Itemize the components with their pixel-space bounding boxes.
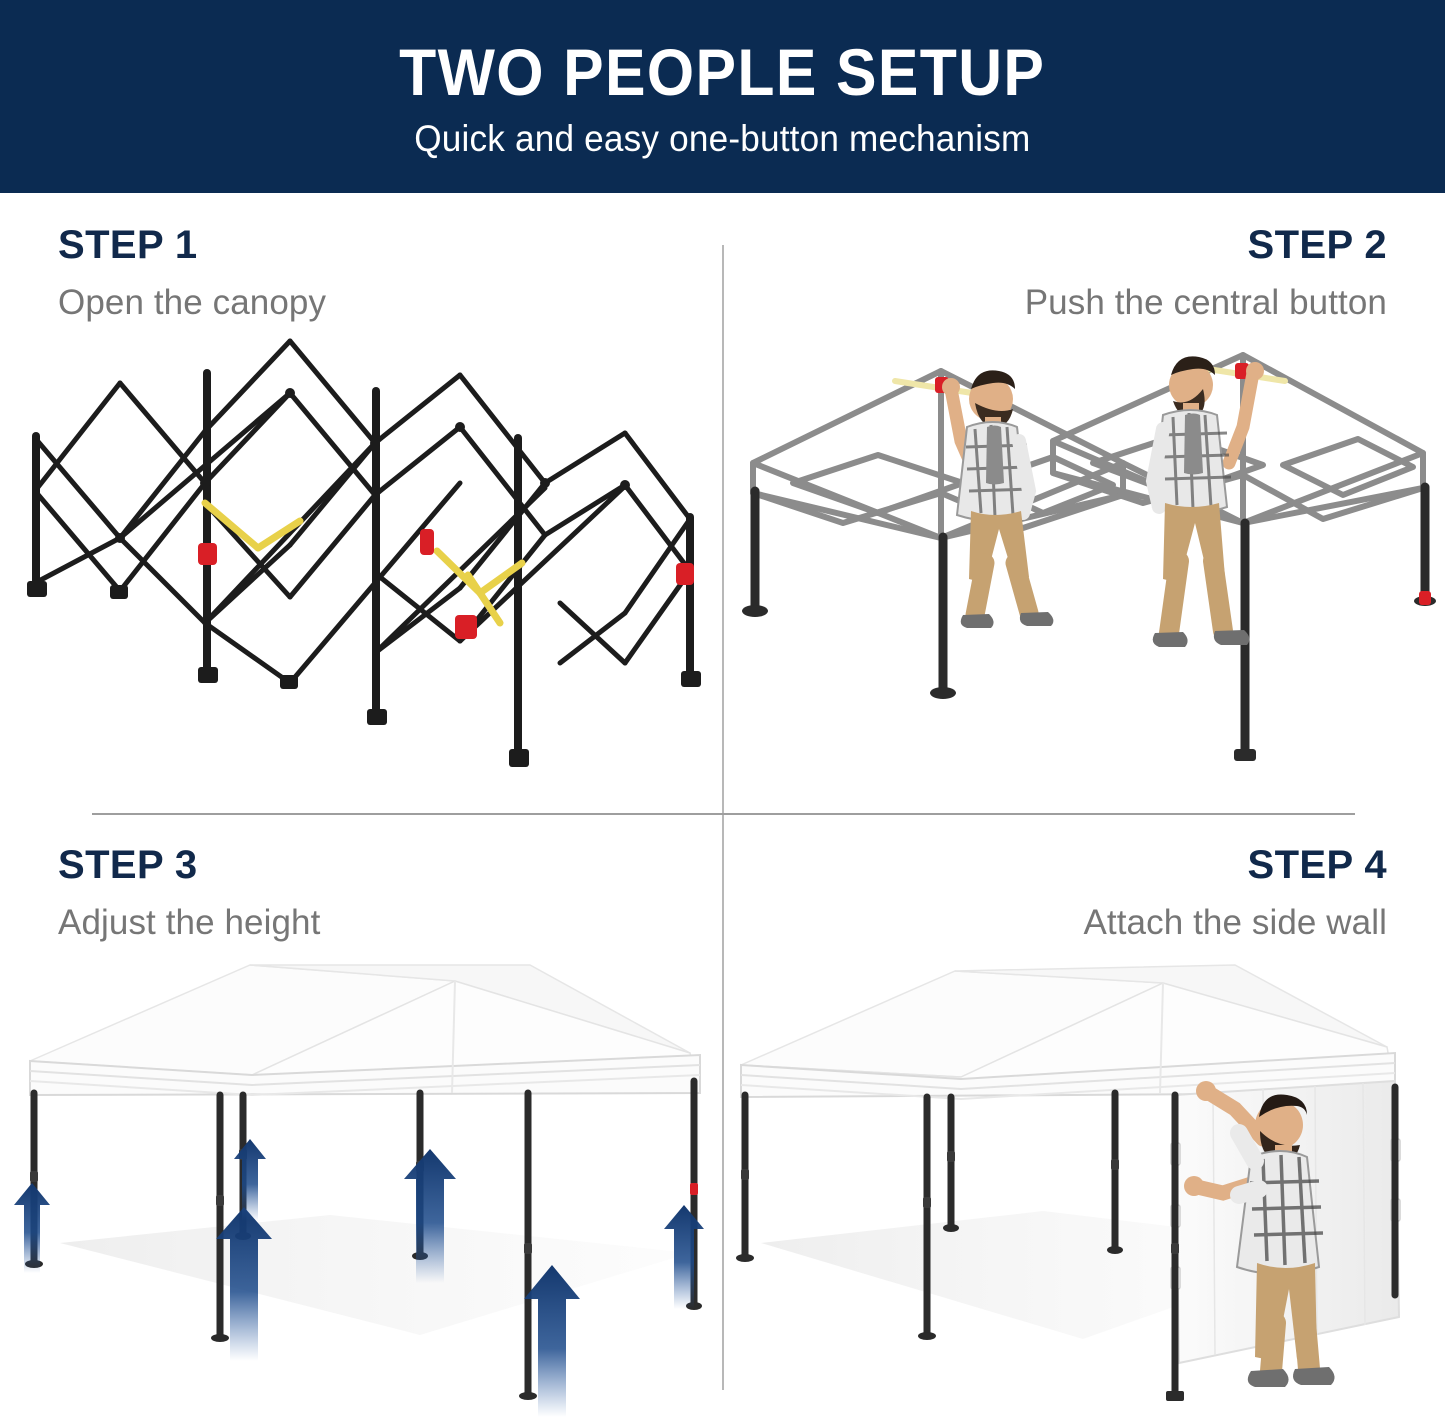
step-2-cell: STEP 2 Push the central button [723, 193, 1445, 797]
step-1-label: STEP 1 [58, 223, 198, 267]
step-3-header: STEP 3 Adjust the height [0, 843, 722, 943]
step-4-header: STEP 4 Attach the side wall [723, 843, 1445, 943]
up-arrow-group [14, 1139, 704, 1417]
step-1-header: STEP 1 Open the canopy [0, 223, 722, 323]
step-4-illustration [723, 943, 1445, 1417]
steps-grid: STEP 1 Open the canopy [0, 193, 1445, 1417]
vertical-divider [722, 245, 724, 1390]
step-3-description: Adjust the height [58, 903, 321, 942]
step-2-illustration [723, 323, 1445, 797]
step-3-illustration [0, 943, 722, 1417]
step-2-header: STEP 2 Push the central button [723, 223, 1445, 323]
step-1-illustration [0, 323, 722, 797]
step-3-cell: STEP 3 Adjust the height [0, 813, 722, 1417]
step-4-label: STEP 4 [1247, 843, 1387, 887]
step-4-description: Attach the side wall [1083, 903, 1387, 942]
step-2-label: STEP 2 [1247, 223, 1387, 267]
page-title: TWO PEOPLE SETUP [399, 34, 1046, 109]
step-2-description: Push the central button [1024, 283, 1387, 322]
step-1-description: Open the canopy [58, 283, 327, 322]
header-banner: TWO PEOPLE SETUP Quick and easy one-butt… [0, 0, 1445, 193]
step-1-cell: STEP 1 Open the canopy [0, 193, 722, 797]
step-4-cell: STEP 4 Attach the side wall [723, 813, 1445, 1417]
page-subtitle: Quick and easy one-button mechanism [414, 118, 1031, 160]
step-3-label: STEP 3 [58, 843, 198, 887]
horizontal-divider [92, 813, 1355, 815]
